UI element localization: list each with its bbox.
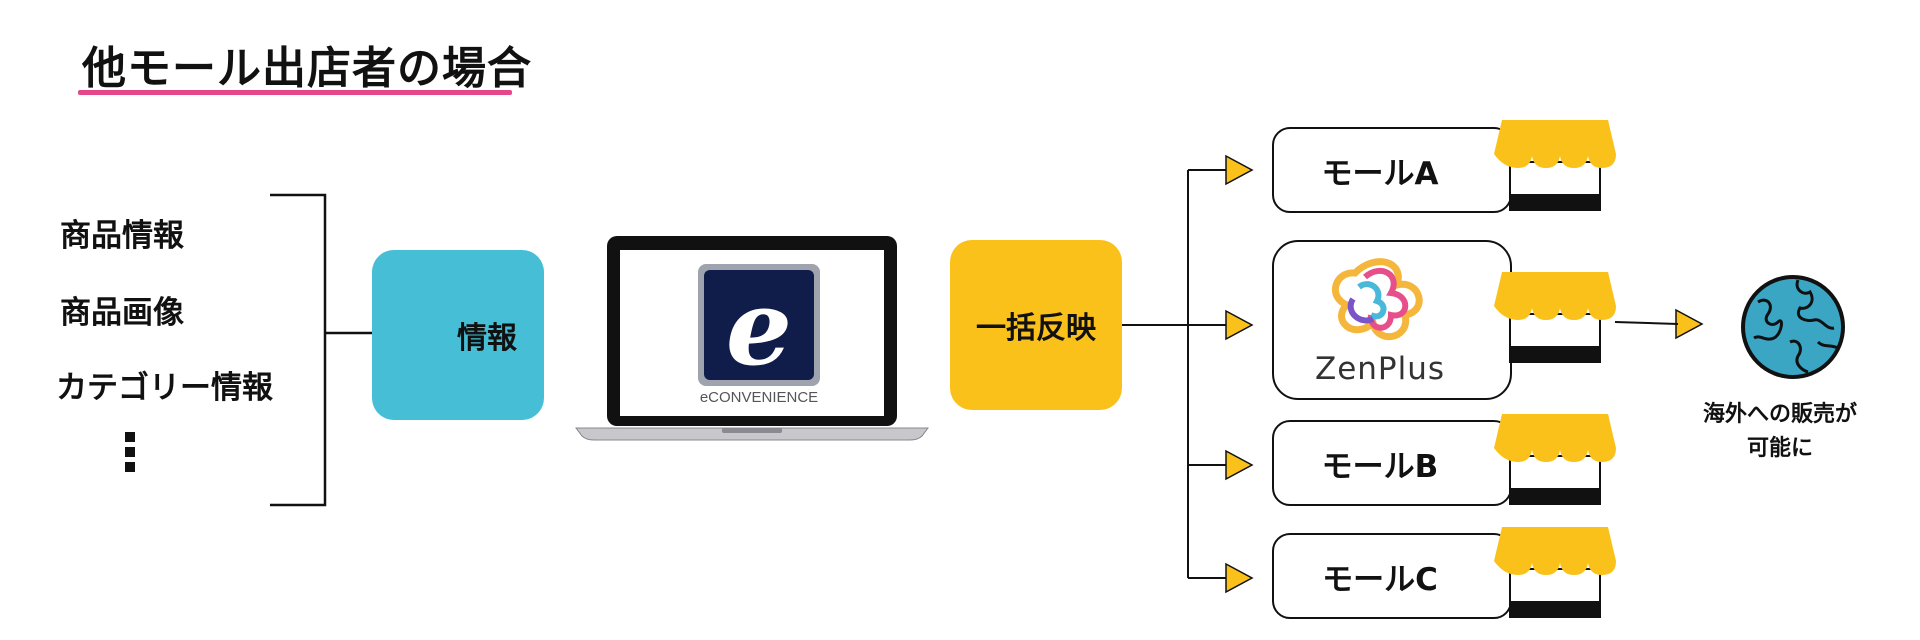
- bulk-reflect-box: 一括反映: [950, 240, 1122, 410]
- laptop-icon: e eCONVENIENCE: [575, 236, 929, 441]
- shop-awning-icon: [1494, 414, 1616, 505]
- zenplus-logo: [1332, 258, 1423, 341]
- zenplus-label: ZenPlus: [1314, 351, 1446, 387]
- zenplus-box: ZenPlus: [1272, 240, 1512, 400]
- mall-c-box: モールC: [1272, 533, 1512, 619]
- mall-b-box: モールB: [1272, 420, 1512, 506]
- item-category-info: カテゴリー情報: [56, 370, 273, 406]
- econvenience-logo: e eCONVENIENCE: [698, 264, 820, 406]
- item-product-info: 商品情報: [60, 218, 184, 254]
- svg-text:e: e: [726, 266, 792, 389]
- arrow-icon: [1225, 154, 1704, 594]
- info-box-label: 情報: [457, 321, 517, 356]
- mall-b-label: モールB: [1321, 448, 1439, 485]
- title-underline: [78, 90, 512, 95]
- page-title: 他モール出店者の場合: [82, 43, 532, 94]
- mall-a-label: モールA: [1321, 155, 1439, 192]
- info-box: 情報: [372, 250, 544, 420]
- mall-a-box: モールA: [1272, 127, 1512, 213]
- bulk-reflect-label: 一括反映: [976, 311, 1096, 346]
- mall-c-label: モールC: [1322, 561, 1438, 598]
- shop-awning-icon: [1494, 120, 1616, 211]
- shop-awning-icon: [1494, 527, 1616, 618]
- global-sales-line2: 可能に: [1746, 436, 1813, 461]
- shop-awning-icon: [1494, 272, 1616, 363]
- item-product-image: 商品画像: [60, 295, 184, 331]
- globe-icon: [1741, 275, 1845, 379]
- global-sales-line1: 海外への販売が: [1702, 402, 1857, 427]
- econvenience-brand-text: eCONVENIENCE: [700, 389, 818, 406]
- global-sales-note: 海外への販売が 可能に: [1680, 398, 1880, 466]
- more-items-ellipsis: [122, 432, 138, 477]
